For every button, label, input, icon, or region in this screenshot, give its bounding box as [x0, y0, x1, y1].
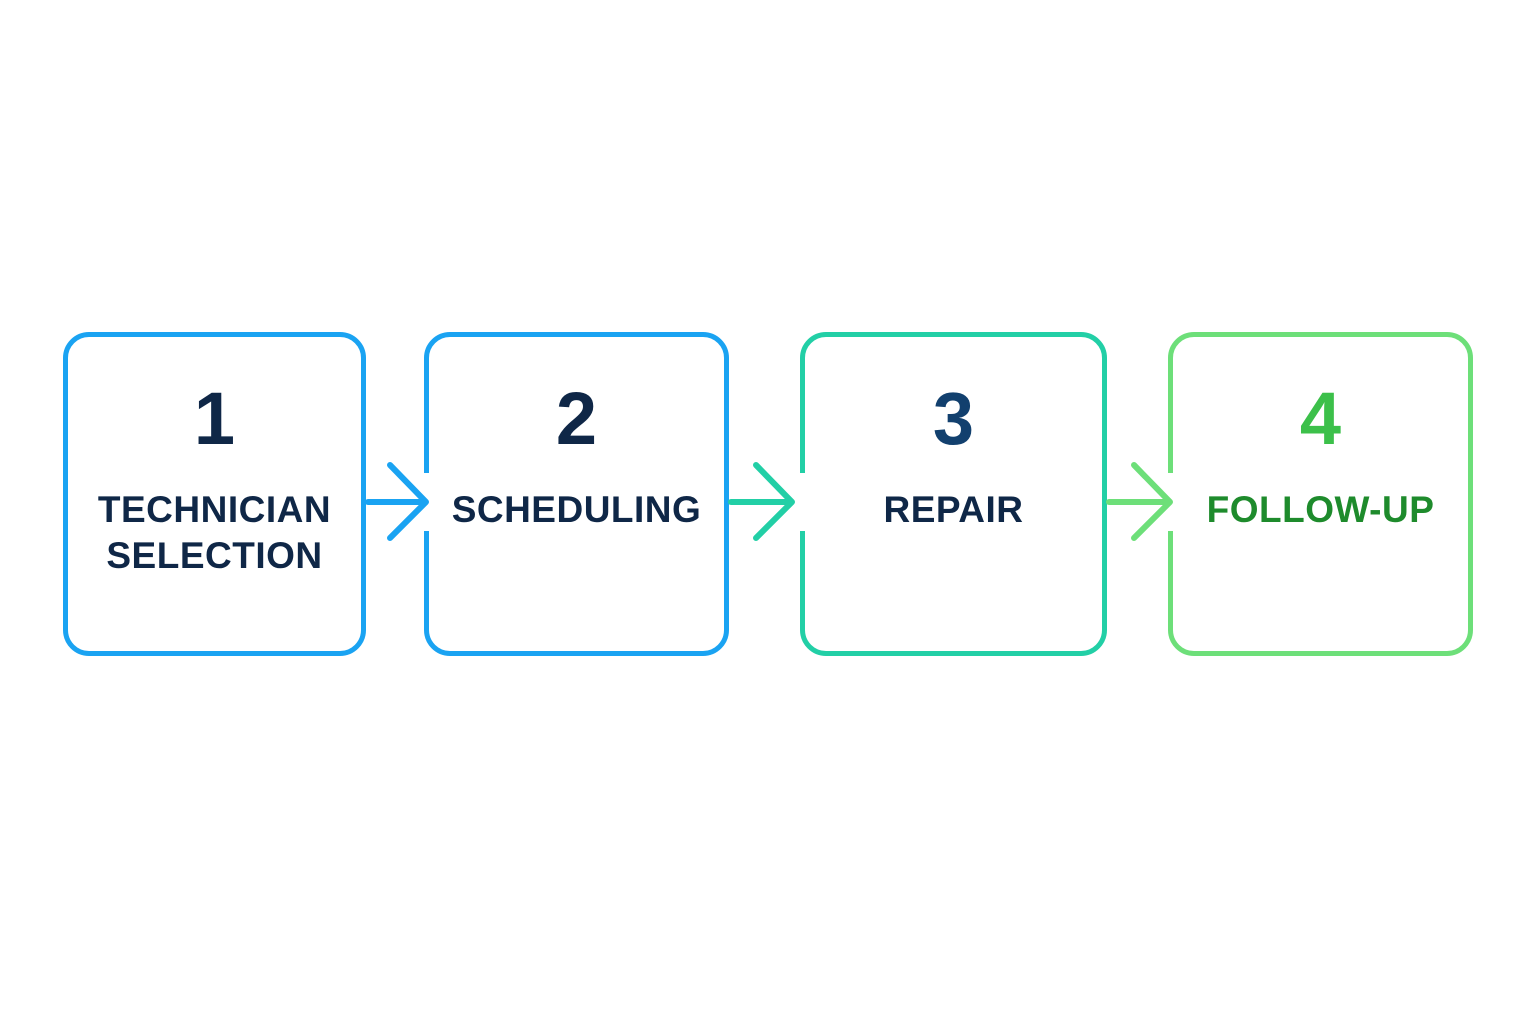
step-4-box: 4 FOLLOW-UP: [1168, 332, 1473, 656]
box-3-entry-gap: [797, 473, 809, 531]
step-1-label: TECHNICIAN SELECTION: [68, 487, 361, 579]
step-4-number: 4: [1299, 377, 1342, 460]
step-1-number: 1: [193, 377, 236, 460]
step-3-label-line-1: REPAIR: [883, 489, 1024, 530]
step-2-label-line-1: SCHEDULING: [451, 489, 702, 530]
step-2-number: 2: [555, 377, 598, 460]
step-3-number: 3: [932, 377, 975, 460]
step-4-label: FOLLOW-UP: [1173, 487, 1468, 533]
step-2-label: SCHEDULING: [429, 487, 724, 533]
step-1-label-line-2: SELECTION: [106, 535, 323, 576]
arrow-2-to-3: [728, 462, 795, 541]
arrow-1-to-2: [365, 462, 429, 541]
arrow-3-to-4: [1106, 462, 1173, 541]
step-4-label-line-1: FOLLOW-UP: [1206, 489, 1435, 530]
step-3-label: REPAIR: [805, 487, 1102, 533]
step-1-box: 1 TECHNICIAN SELECTION: [63, 332, 366, 656]
step-1-label-line-1: TECHNICIAN: [97, 489, 332, 530]
step-3-box: 3 REPAIR: [800, 332, 1107, 656]
